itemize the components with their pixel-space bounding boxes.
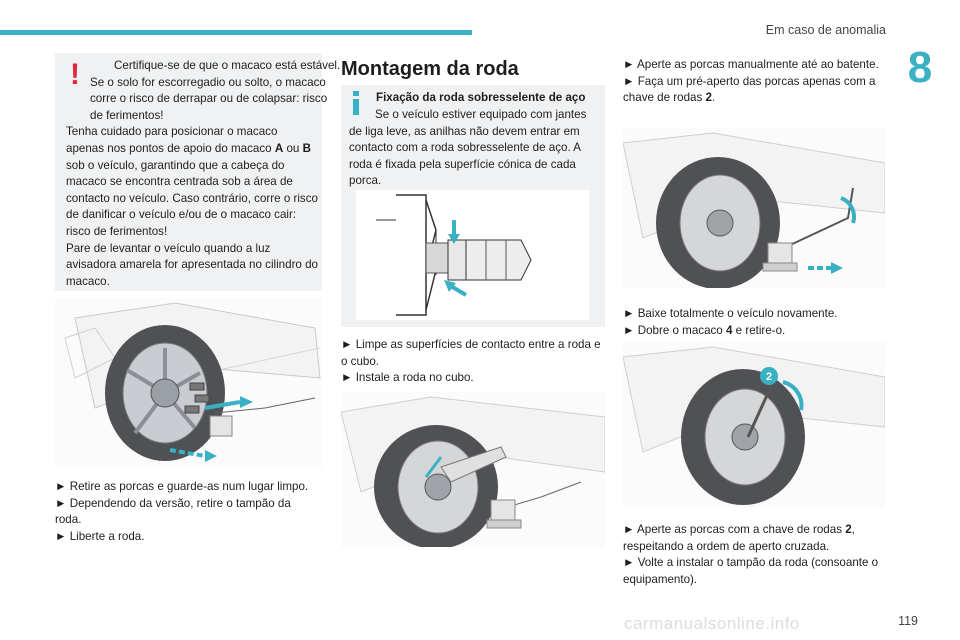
right-step-3: ► Baixe totalmente o veículo novamente. <box>623 307 838 320</box>
middle-steps: ► Limpe as superfícies de contacto entre… <box>341 337 603 387</box>
info-body: Se o veículo estiver equipado com jantes… <box>349 108 587 188</box>
right-step-5-end: , respeitando a ordem de aperto cruzada. <box>623 523 855 553</box>
wrench-ref-2: 2 <box>705 91 712 105</box>
jack-point-b: B <box>302 141 311 155</box>
right-step-2: ► Faça um pré-aperto das porcas apenas c… <box>623 74 885 107</box>
figure-final-tighten: 2 <box>623 342 885 507</box>
right-step-6: ► Volte a instalar o tampão da roda (con… <box>623 556 879 586</box>
middle-step-2: ► Instale a roda no cubo. <box>341 371 474 385</box>
right-steps-bottom: ► Aperte as porcas com a chave de rodas … <box>623 522 885 588</box>
figure-wheel-nut-detail <box>356 190 589 320</box>
warning-line-2b: ou <box>283 141 303 155</box>
warning-line-3: sob o veículo, garantindo que a cabeça d… <box>66 158 318 238</box>
right-step-4-text: ► Dobre o macaco <box>623 323 726 337</box>
right-step-2-end: . <box>711 91 716 105</box>
figure-install-wheel <box>341 392 605 547</box>
warning-line-2: Tenha cuidado para posicionar o macaco a… <box>66 125 278 155</box>
wrench-ref-2b: 2 <box>845 523 852 536</box>
section-title: Montagem da roda <box>341 58 519 80</box>
left-step-3: ► Liberte a roda. <box>55 529 145 543</box>
right-step-2-text: ► Faça um pré-aperto das porcas apenas c… <box>623 74 876 105</box>
warning-line-1: Certifique-se de que o macaco está estáv… <box>90 59 341 122</box>
info-text: Se o veículo estiver equipado com jantes… <box>349 107 601 190</box>
page-number: 119 <box>898 614 918 628</box>
right-steps-top: ► Aperte as porcas manualmente até ao ba… <box>623 57 885 107</box>
info-icon <box>353 91 359 115</box>
wrench-badge: 2 <box>766 371 772 383</box>
right-steps-mid: ► Baixe totalmente o veículo novamente. … <box>623 306 885 339</box>
figure-remove-nuts <box>55 298 322 468</box>
warning-text: Certifique-se de que o macaco está estáv… <box>66 58 340 290</box>
page-header-title: Em caso de anomalia <box>765 23 886 37</box>
figure-pre-tighten <box>623 128 885 288</box>
warning-box <box>55 53 322 291</box>
left-steps: ► Retire as porcas e guarde-as num lugar… <box>55 479 320 545</box>
jack-ref-4: 4 <box>725 323 733 337</box>
warning-line-4: Pare de levantar o veículo quando a luz … <box>66 241 318 288</box>
warning-icon: ! <box>70 58 80 91</box>
info-title: Fixação da roda sobresselente de aço <box>376 91 586 104</box>
right-step-4-end: e retire-o. <box>732 323 786 337</box>
jack-point-a: A <box>274 141 284 155</box>
right-step-1: ► Aperte as porcas manualmente até ao ba… <box>623 58 879 71</box>
left-step-1: ► Retire as porcas e guarde-as num lugar… <box>55 480 309 493</box>
chapter-number: 8 <box>907 43 933 92</box>
left-step-2: ► Dependendo da versão, retire o tampão … <box>55 496 291 527</box>
middle-step-1: ► Limpe as superfícies de contacto entre… <box>341 338 601 368</box>
right-step-5-text: ► Aperte as porcas com a chave de rodas <box>623 523 846 536</box>
right-step-5: ► Aperte as porcas com a chave de rodas … <box>623 522 885 555</box>
watermark: carmanualsonline.info <box>624 614 800 633</box>
right-step-4: ► Dobre o macaco 4 e retire-o. <box>623 323 885 340</box>
header-accent-bar <box>0 30 472 35</box>
